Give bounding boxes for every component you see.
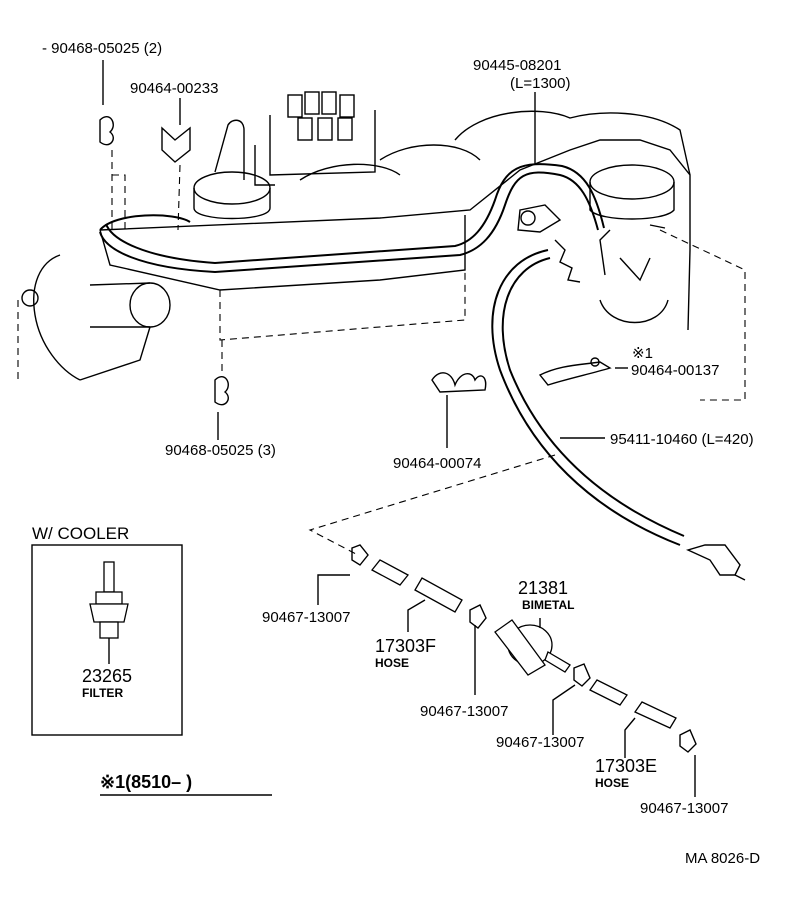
cooler-title: W/ COOLER	[32, 524, 129, 543]
leader-lines	[111, 150, 746, 556]
filter-23265-icon	[89, 561, 129, 664]
label-clamp-a: 90467-13007	[262, 609, 350, 626]
label-note-mark: ※1	[632, 345, 653, 362]
distributor-drawing	[254, 91, 376, 186]
label-clamp-c: 90467-13007	[496, 734, 584, 751]
label-hose-e-number: 17303E	[595, 756, 657, 776]
engine-block-drawing	[17, 91, 691, 381]
label-hose-e-name: HOSE	[595, 776, 629, 790]
label-filter-name: FILTER	[82, 686, 123, 700]
label-hose-vacuum: 95411-10460 (L=420)	[610, 431, 754, 448]
label-clamp-bottom: 90468-05025 (3)	[165, 442, 276, 459]
label-clamp-d: 90467-13007	[640, 800, 728, 817]
clamp-90468-icon	[99, 115, 229, 406]
label-clamp-b: 90467-13007	[420, 703, 508, 720]
cooler-inset-box	[31, 544, 183, 736]
clip-spring-icon	[554, 239, 581, 283]
label-hose-long-length: (L=1300)	[510, 75, 570, 92]
label-hose-f-number: 17303F	[375, 636, 436, 656]
label-filter-number: 23265	[82, 666, 132, 686]
label-bimetal-number: 21381	[518, 578, 568, 598]
footnote: ※1(8510– )	[100, 772, 192, 792]
hose-95411-10460-drawing	[491, 249, 746, 581]
bimetal-assembly-drawing	[351, 544, 697, 753]
label-clip-mid: 90464-00074	[393, 455, 481, 472]
label-bimetal-name: BIMETAL	[522, 598, 574, 612]
diagram-code: MA 8026-D	[685, 850, 760, 867]
hose-90445-08201-drawing	[99, 163, 605, 274]
label-leaders	[102, 60, 696, 797]
label-hose-long: 90445-08201	[473, 57, 561, 74]
label-hose-f-name: HOSE	[375, 656, 409, 670]
label-clip-top: 90464-00233	[130, 80, 218, 97]
label-clip-note: 90464-00137	[631, 362, 719, 379]
label-clamp-top-left: - 90468-05025 (2)	[42, 40, 162, 57]
clip-90464-00074-icon	[431, 372, 487, 393]
clip-90464-00233-icon	[161, 126, 191, 163]
clip-90464-00137-icon	[538, 357, 612, 386]
